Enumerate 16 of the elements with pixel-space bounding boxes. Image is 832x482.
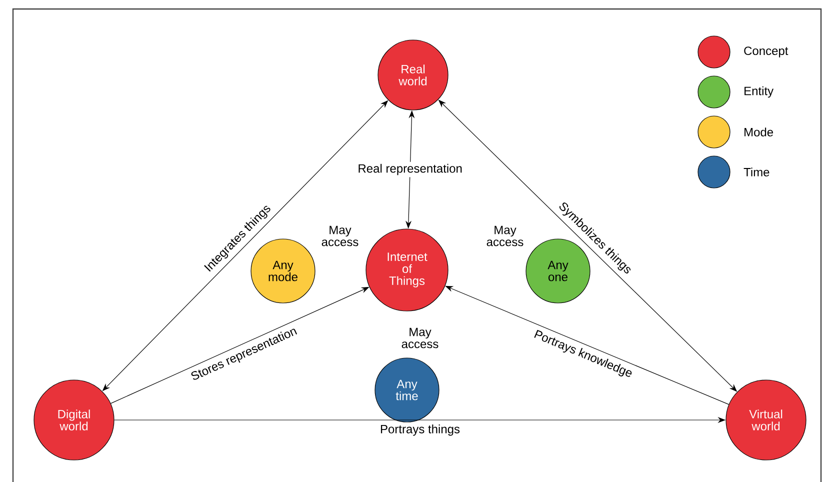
circle-node: Any one bbox=[526, 238, 590, 304]
circle-node: Internet of Things bbox=[366, 228, 448, 312]
circle-node: Virtual world bbox=[726, 380, 806, 460]
side-note: May access bbox=[402, 328, 438, 348]
side-note: May access bbox=[486, 226, 524, 246]
side-note: May access bbox=[322, 226, 358, 246]
legend-label: Mode bbox=[744, 128, 774, 136]
circle-node: Real world bbox=[378, 40, 448, 110]
legend-label: Entity bbox=[744, 86, 774, 98]
circle-node: Any time bbox=[374, 358, 440, 422]
legend-label: Time bbox=[744, 168, 770, 176]
edge-label: Real representation bbox=[356, 162, 464, 178]
legend-label: Concept bbox=[744, 46, 788, 58]
circle-node: Digital world bbox=[34, 380, 114, 460]
circle-node: Any mode bbox=[250, 238, 316, 304]
edge-label: Portrays things bbox=[380, 424, 460, 436]
